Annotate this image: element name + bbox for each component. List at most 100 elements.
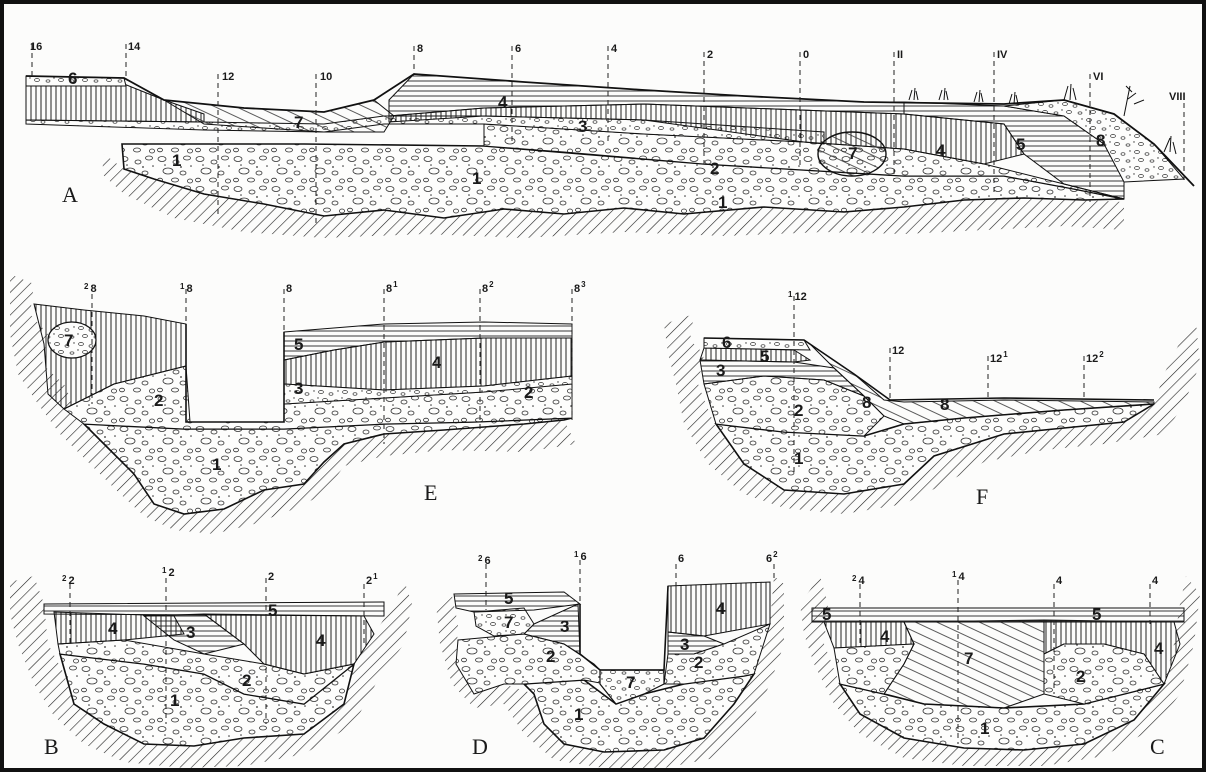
marker-a-9: II — [897, 49, 903, 61]
marker-c-1-base: 1 — [952, 570, 957, 579]
panel-letter-b: B — [44, 734, 59, 759]
marker-a-11: VI — [1093, 71, 1103, 83]
panel-letter-a: A — [62, 182, 78, 207]
layer-label-c-4: 4 — [1154, 639, 1164, 658]
panel-b: 22 12 2 21 5 4 3 4 2 1 B — [10, 566, 412, 768]
layer-label-e-2: 5 — [294, 335, 303, 354]
layer-label-c-0: 5 — [822, 605, 831, 624]
layer-label-a-9: 4 — [936, 141, 946, 160]
marker-f-3-base: 12 — [1086, 353, 1098, 365]
panel-letter-e: E — [424, 480, 437, 505]
marker-c-0-base: 2 — [852, 574, 857, 583]
panel-letter-c: C — [1150, 734, 1165, 759]
marker-a-7: 2 — [707, 49, 713, 61]
marker-f-3: 122 — [1086, 350, 1104, 365]
marker-a-12: VIII — [1169, 91, 1186, 103]
layer-label-d-6: 3 — [680, 635, 689, 654]
marker-c-1-sub: 4 — [958, 571, 965, 583]
layer-label-b-4: 2 — [242, 671, 251, 690]
layer-label-f-4: 8 — [862, 393, 871, 412]
pit-outline-e — [186, 324, 284, 422]
marker-e-3-sup: 1 — [393, 280, 398, 289]
layer-label-e-0: 7 — [64, 331, 73, 350]
marker-f-0-base: 1 — [788, 290, 793, 299]
layer-label-e-6: 1 — [212, 455, 221, 474]
marker-e-0-sub: 8 — [90, 283, 96, 295]
layer-label-d-1: 7 — [504, 613, 513, 632]
marker-e-3-base: 8 — [386, 283, 392, 295]
layer-label-b-0: 5 — [268, 601, 277, 620]
marker-c-3: 4 — [1152, 575, 1159, 587]
layer-label-f-1: 5 — [760, 347, 769, 366]
marker-b-3: 21 — [366, 572, 378, 587]
marker-labels-d: 26 16 6 62 — [478, 550, 778, 567]
marker-c-2: 4 — [1056, 575, 1063, 587]
marker-f-0-sub: 12 — [794, 291, 806, 303]
layer-label-a-0: 6 — [68, 69, 77, 88]
marker-f-2: 121 — [990, 350, 1008, 365]
layer-label-d-8: 1 — [574, 705, 583, 724]
marker-e-3: 81 — [386, 280, 398, 295]
marker-c-1: 14 — [952, 570, 965, 583]
panel-a: 16 14 12 10 8 6 4 2 0 II IV VI VIII 6 1 … — [26, 41, 1194, 238]
marker-f-3-sup: 2 — [1099, 350, 1104, 359]
layer-label-d-4: 7 — [626, 673, 635, 692]
layer-label-b-1: 4 — [108, 619, 118, 638]
panel-letter-f: F — [976, 484, 988, 509]
marker-e-4-base: 8 — [482, 283, 488, 295]
marker-a-6: 4 — [611, 43, 618, 55]
layer-label-a-3: 4 — [498, 93, 508, 112]
pit-outline-d — [580, 586, 668, 670]
marker-labels-e: 28 18 8 81 82 83 — [84, 280, 586, 295]
marker-d-3-sup: 2 — [773, 550, 778, 559]
marker-d-0-sub: 6 — [484, 555, 490, 567]
marker-e-0-base: 2 — [84, 282, 89, 291]
panel-c: 24 14 4 4 5 4 7 5 4 2 1 C — [800, 570, 1200, 766]
marker-b-0-sub: 2 — [68, 575, 74, 587]
layer-label-e-3: 3 — [294, 379, 303, 398]
layer-label-f-5: 8 — [940, 395, 949, 414]
marker-b-3-sup: 1 — [373, 572, 378, 581]
layer-label-f-2: 3 — [716, 361, 725, 380]
marker-b-3-base: 2 — [366, 575, 372, 587]
layer-label-f-3: 2 — [794, 401, 803, 420]
marker-a-4: 8 — [417, 43, 423, 55]
panel-d: 26 16 6 62 5 7 3 2 7 4 3 2 1 D — [436, 550, 784, 768]
layer-5-c — [812, 608, 1184, 622]
layer-label-e-5: 2 — [524, 383, 533, 402]
layer-label-d-3: 2 — [546, 647, 555, 666]
marker-a-2: 12 — [222, 71, 234, 83]
marker-b-1: 12 — [162, 566, 175, 579]
layer-label-c-2: 7 — [964, 649, 973, 668]
marker-b-1-base: 1 — [162, 566, 167, 575]
stratigraphy-diagram: 16 14 12 10 8 6 4 2 0 II IV VI VIII 6 1 … — [4, 4, 1202, 768]
layer-label-e-1: 2 — [154, 391, 163, 410]
layer-label-c-3: 5 — [1092, 605, 1101, 624]
marker-e-4: 82 — [482, 280, 494, 295]
layer-label-a-1: 1 — [172, 151, 181, 170]
layer-label-a-10: 5 — [1016, 135, 1025, 154]
marker-d-1-base: 1 — [574, 550, 579, 559]
marker-f-2-sup: 1 — [1003, 350, 1008, 359]
layer-label-b-5: 1 — [170, 691, 179, 710]
marker-a-0: 16 — [30, 41, 42, 53]
marker-a-1: 14 — [128, 41, 141, 53]
marker-d-2: 6 — [678, 553, 684, 565]
marker-f-1: 12 — [892, 345, 904, 357]
layer-label-e-4: 4 — [432, 353, 442, 372]
panel-letter-d: D — [472, 734, 488, 759]
layer-label-d-5: 4 — [716, 599, 726, 618]
marker-e-5: 83 — [574, 280, 586, 295]
layer-label-a-5: 2 — [710, 159, 719, 178]
layer-label-c-5: 2 — [1076, 667, 1085, 686]
layer-label-b-3: 4 — [316, 631, 326, 650]
layer-label-f-6: 1 — [794, 449, 803, 468]
